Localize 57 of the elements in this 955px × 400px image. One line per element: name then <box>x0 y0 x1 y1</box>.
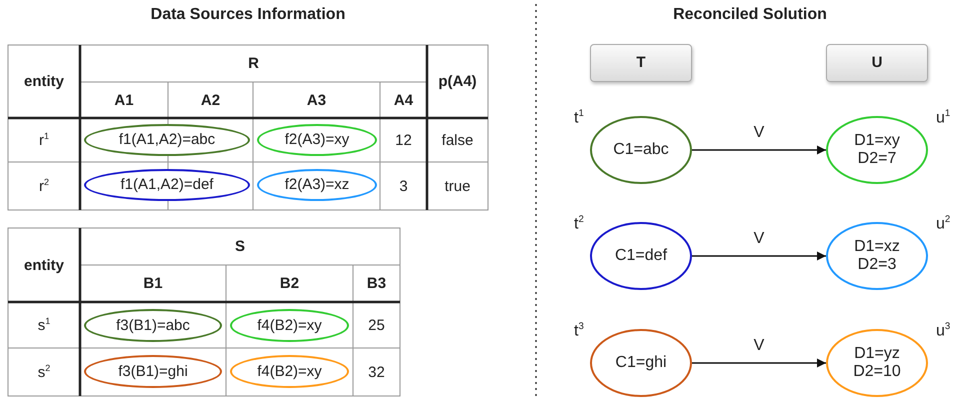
column-header: B2 <box>280 275 300 292</box>
header-box <box>590 44 692 82</box>
header-label: T <box>636 54 646 72</box>
node-text: f3(B1)=abc <box>116 316 190 334</box>
node-text: f1(A1,A2)=def <box>120 176 214 194</box>
ellipse-node <box>257 169 377 201</box>
column-header: B1 <box>143 275 163 292</box>
ellipse-node <box>84 309 222 342</box>
table-value: 12 <box>395 132 412 148</box>
table-name: S <box>234 238 245 255</box>
row-label: r$^{2}$ <box>38 177 49 195</box>
node-text: C1=ghi <box>615 354 667 372</box>
node-text: f4(B2)=xy <box>257 362 322 380</box>
header-label: U <box>872 54 882 72</box>
row-label: s$^{2}$ <box>38 363 50 381</box>
node-text: f1(A1,A2)=abc <box>118 131 216 149</box>
table-value: 32 <box>368 364 385 380</box>
row-label: s$^{1}$ <box>38 316 50 334</box>
ellipse-node <box>257 124 377 156</box>
table-value: true <box>444 178 470 194</box>
column-header: entity <box>24 256 64 274</box>
node-text: f2(A3)=xz <box>284 176 350 194</box>
heading: Data Sources Information <box>150 6 346 24</box>
node-text: D1=yz D2=10 <box>852 344 902 382</box>
ellipse-node <box>84 169 250 201</box>
header-box <box>826 44 928 82</box>
instance-label: u$^{3}$ <box>936 321 950 340</box>
column-header: A1 <box>114 92 134 108</box>
node-text: f4(B2)=xy <box>257 316 322 334</box>
table-value: 3 <box>399 178 408 194</box>
instance-label: t$^{3}$ <box>574 321 584 340</box>
column-header: A4 <box>394 92 414 108</box>
arrow <box>692 146 826 154</box>
arrow <box>692 252 826 260</box>
node-text: C1=abc <box>613 140 669 160</box>
node-text: f2(A3)=xy <box>284 131 350 149</box>
heading: Reconciled Solution <box>673 6 827 24</box>
instance-label: t$^{2}$ <box>574 214 584 234</box>
instance-label: u$^{1}$ <box>936 108 950 128</box>
table-name: R <box>248 55 259 72</box>
ellipse-node <box>84 124 250 156</box>
node-text: C1=def <box>614 246 668 266</box>
arrow <box>692 358 826 368</box>
node-text: D1=xz D2=3 <box>853 238 901 274</box>
column-header: p(A4) <box>438 73 477 90</box>
node-text: D1=xy D2=7 <box>853 132 901 168</box>
row-label: r$^{1}$ <box>38 131 49 149</box>
table-value: false <box>442 132 474 148</box>
column-header: B3 <box>366 275 386 292</box>
column-header: entity <box>24 73 64 90</box>
instance-label: t$^{1}$ <box>574 108 584 128</box>
table-value: 25 <box>368 316 385 334</box>
instance-label: u$^{2}$ <box>936 214 950 234</box>
node-text: f3(B1)=ghi <box>118 362 188 380</box>
column-header: A2 <box>200 92 220 108</box>
column-header: A3 <box>306 92 326 108</box>
ellipse-node <box>84 355 222 388</box>
